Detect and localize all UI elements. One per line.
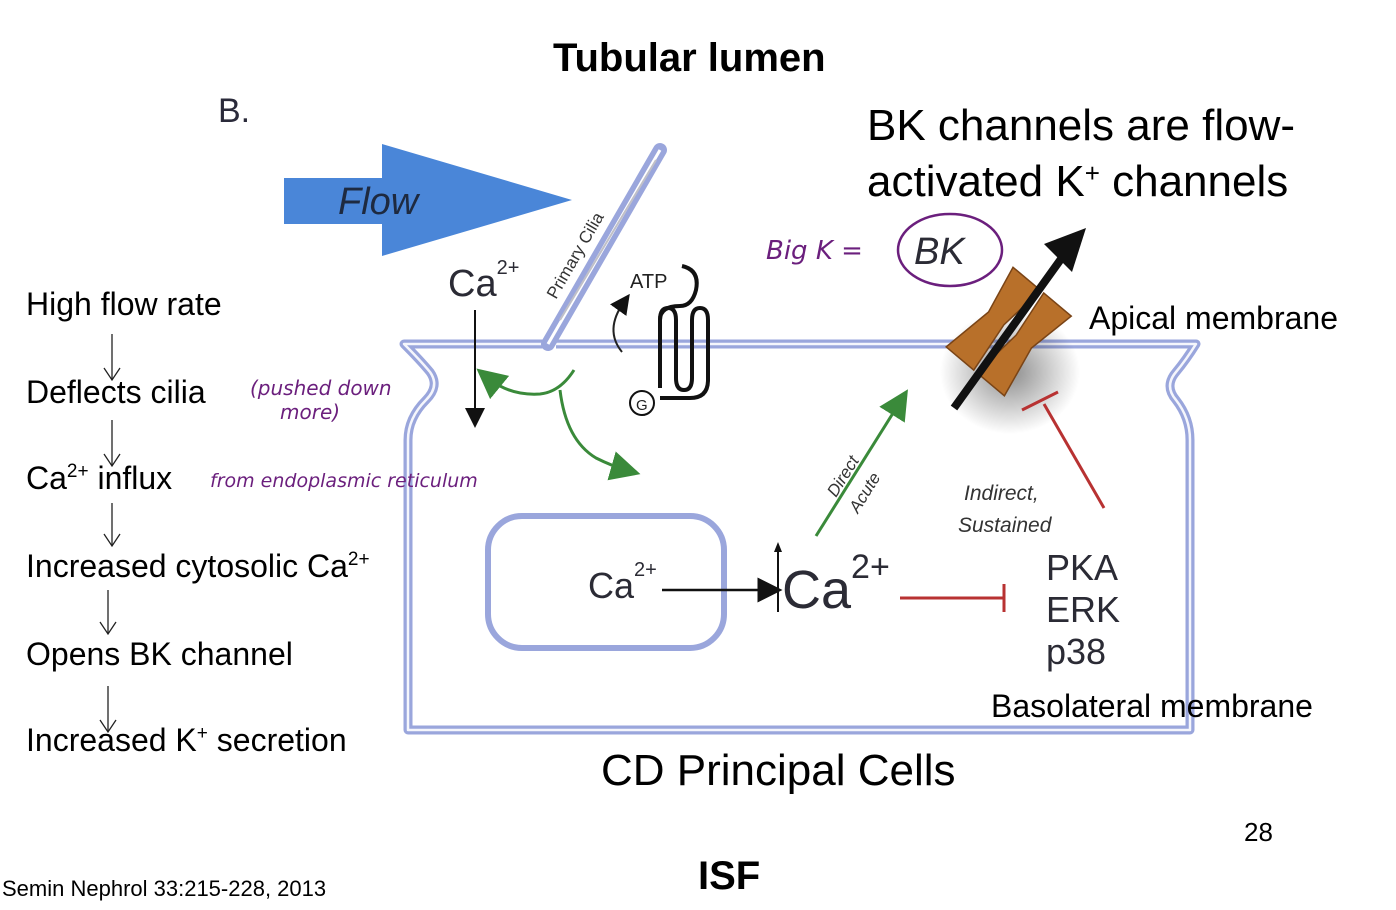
pushed-down-note-line-2: more)	[280, 400, 341, 424]
atp-label: ATP	[630, 271, 667, 293]
down-arrow-icon	[103, 420, 121, 468]
kinase-pka: PKA	[1046, 547, 1118, 588]
heading-line-1: BK channels are flow-	[867, 101, 1295, 150]
down-arrow-icon	[99, 686, 117, 734]
flow-step-5: Opens BK channel	[26, 636, 293, 673]
step-text: Increased cytosolic Ca	[26, 548, 348, 584]
bk-label: BK	[914, 231, 966, 273]
flow-step-2: Deflects cilia	[26, 374, 206, 411]
ca-superscript: 2+	[497, 257, 520, 279]
kinase-inhibition-line-icon	[900, 584, 1006, 612]
heading-line-2-suffix: channels	[1099, 157, 1289, 206]
step-text: Deflects cilia	[26, 374, 206, 410]
flow-step-1: High flow rate	[26, 286, 222, 323]
ca-lumen-label: Ca2+	[448, 257, 519, 305]
step-suffix: influx	[88, 460, 173, 496]
cell-membrane	[399, 339, 1201, 735]
basolateral-membrane-label: Basolateral membrane	[991, 688, 1313, 724]
down-arrow-icon	[103, 503, 121, 548]
flow-step-4: Increased cytosolic Ca2+	[26, 548, 370, 585]
indirect-inhibition-line-icon	[1021, 390, 1106, 509]
citation: Semin Nephrol 33:215-228, 2013	[2, 876, 327, 901]
direct-activation-arrow-icon	[814, 389, 908, 537]
primary-cilium	[541, 143, 667, 351]
kinase-p38: p38	[1046, 631, 1106, 672]
slide-title: Tubular lumen	[553, 36, 826, 80]
pushed-down-note-line-1: (pushed down	[250, 376, 392, 400]
step-text: Ca	[26, 460, 67, 496]
ca-superscript: 2+	[634, 559, 657, 581]
cell-type-label: CD Principal Cells	[601, 746, 956, 795]
ca-release-arrow-icon	[662, 542, 783, 612]
big-k-note: Big K =	[766, 236, 863, 266]
step-superscript: 2+	[66, 461, 89, 482]
ca-base: Ca	[588, 565, 635, 606]
bk-circle-annotation	[896, 212, 1004, 288]
heading-superscript: +	[1084, 158, 1100, 188]
from-er-note: from endoplasmic reticulum	[210, 470, 478, 492]
ca-cytosolic-label: Ca2+	[782, 548, 890, 620]
ca-base: Ca	[782, 560, 852, 620]
flow-arrow-icon	[284, 144, 572, 256]
sustained-label: Sustained	[958, 514, 1053, 537]
step-suffix: secretion	[207, 722, 347, 758]
step-superscript: 2+	[347, 549, 370, 570]
kinase-erk: ERK	[1046, 589, 1120, 630]
k-efflux-arrow-icon	[950, 228, 1086, 411]
down-arrow-icon	[99, 590, 117, 636]
flow-step-3: Ca2+ influx	[26, 460, 172, 497]
step-superscript: +	[196, 723, 208, 744]
gpcr-receptor-icon	[629, 264, 710, 416]
ca-base: Ca	[448, 263, 497, 305]
step-text: Opens BK channel	[26, 636, 293, 672]
apical-membrane-label: Apical membrane	[1089, 300, 1338, 336]
isf-label: ISF	[698, 854, 761, 898]
ca-er-label: Ca2+	[588, 559, 657, 606]
ca-superscript: 2+	[851, 548, 890, 586]
heading-line-2-text: activated K	[867, 157, 1085, 206]
page-number: 28	[1244, 817, 1273, 847]
panel-label: B.	[218, 92, 251, 130]
step-text: High flow rate	[26, 286, 222, 322]
g-protein-label: G	[636, 397, 648, 414]
atp-curved-arrow-icon	[610, 293, 630, 353]
green-activation-arrows-icon	[476, 368, 641, 481]
endoplasmic-reticulum	[485, 513, 727, 651]
heading-line-2: activated K+ channels	[867, 154, 1295, 210]
down-arrow-icon	[103, 334, 121, 382]
slide-heading: BK channels are flow- activated K+ chann…	[867, 98, 1295, 210]
flow-label: Flow	[338, 181, 421, 223]
indirect-label: Indirect,	[964, 482, 1039, 505]
